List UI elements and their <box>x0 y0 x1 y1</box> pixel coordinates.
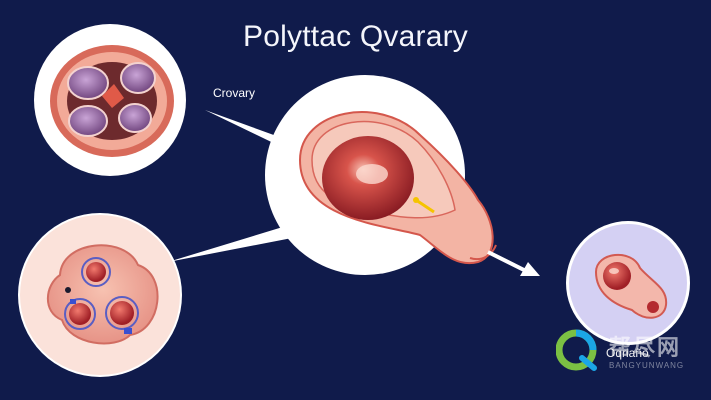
watermark-text: Oqriaño <box>606 346 649 360</box>
beam-upper <box>205 110 288 150</box>
page-title: Polyttac Qvarary <box>243 20 468 53</box>
small-ovary-circle <box>566 221 690 345</box>
follicles-circle <box>34 24 186 176</box>
arrow-right <box>487 250 540 276</box>
lobed-ovary-circle <box>18 213 182 377</box>
watermark-chinese: 帮尽网 <box>609 336 682 361</box>
central-ovary-circle <box>265 75 497 275</box>
ovary-label: Crovary <box>213 86 256 100</box>
watermark-subtext: BANGYUNWANG <box>609 361 685 370</box>
watermark-logo-icon <box>556 329 597 371</box>
beam-lower <box>168 226 292 262</box>
